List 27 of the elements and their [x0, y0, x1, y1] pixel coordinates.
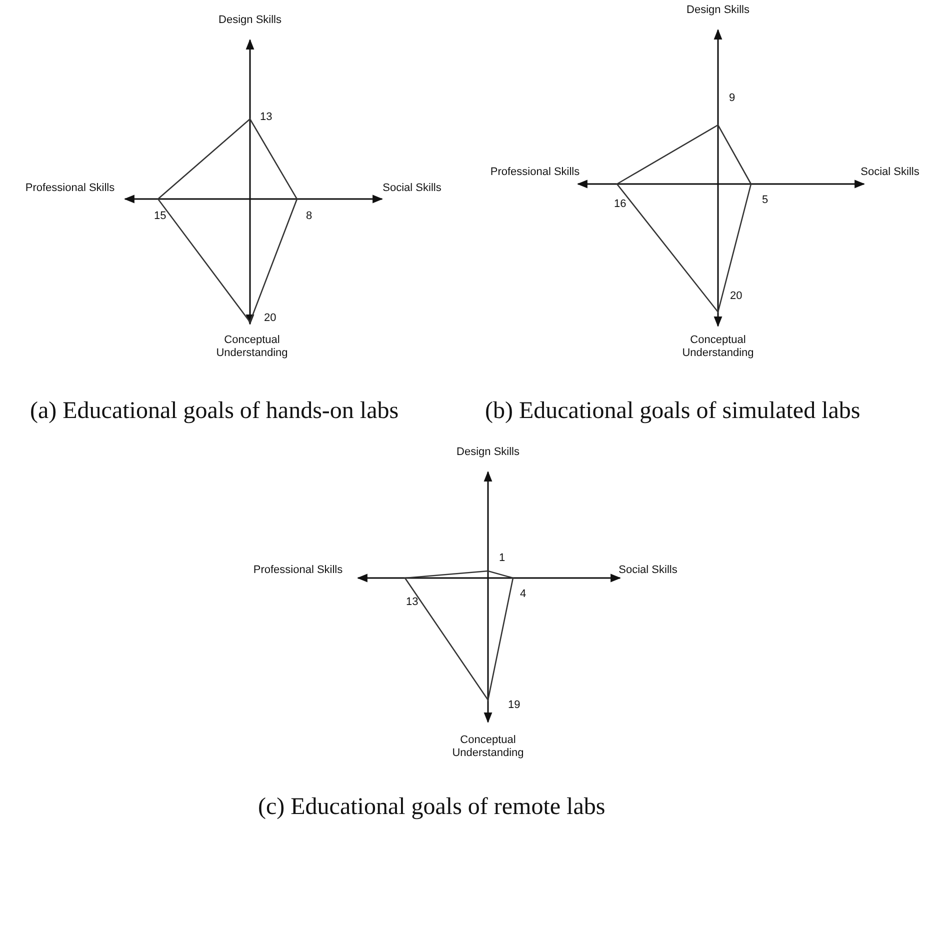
- axis-label: Social Skills: [382, 182, 442, 195]
- value-label: 9: [729, 92, 736, 105]
- value-label: 16: [614, 198, 626, 211]
- axis-label: Social Skills: [860, 166, 920, 179]
- value-label: 20: [730, 290, 742, 303]
- value-label: 19: [508, 699, 520, 712]
- figure-caption: (b) Educational goals of simulated labs: [485, 397, 862, 426]
- value-label: 20: [264, 312, 276, 325]
- value-label: 8: [306, 210, 312, 223]
- figure-caption: (a) Educational goals of hands-on labs: [30, 397, 400, 426]
- value-label: 1: [499, 552, 506, 565]
- axis-label: Design Skills: [218, 14, 282, 27]
- axis-label: Conceptual Understanding: [215, 334, 289, 360]
- value-label: 13: [406, 596, 418, 609]
- value-label: 15: [154, 210, 166, 223]
- axis-label: Conceptual Understanding: [681, 334, 755, 360]
- axis-label: Design Skills: [456, 446, 520, 459]
- figure-caption: (c) Educational goals of remote labs: [258, 793, 606, 822]
- axis-label: Professional Skills: [253, 564, 343, 577]
- axis-label: Professional Skills: [490, 166, 580, 179]
- axis-label: Professional Skills: [25, 182, 115, 195]
- value-label: 5: [762, 194, 768, 207]
- value-label: 13: [260, 111, 272, 124]
- axis-label: Social Skills: [618, 564, 678, 577]
- axis-label: Design Skills: [686, 4, 750, 17]
- value-label: 4: [520, 588, 526, 601]
- axis-label: Conceptual Understanding: [451, 734, 525, 760]
